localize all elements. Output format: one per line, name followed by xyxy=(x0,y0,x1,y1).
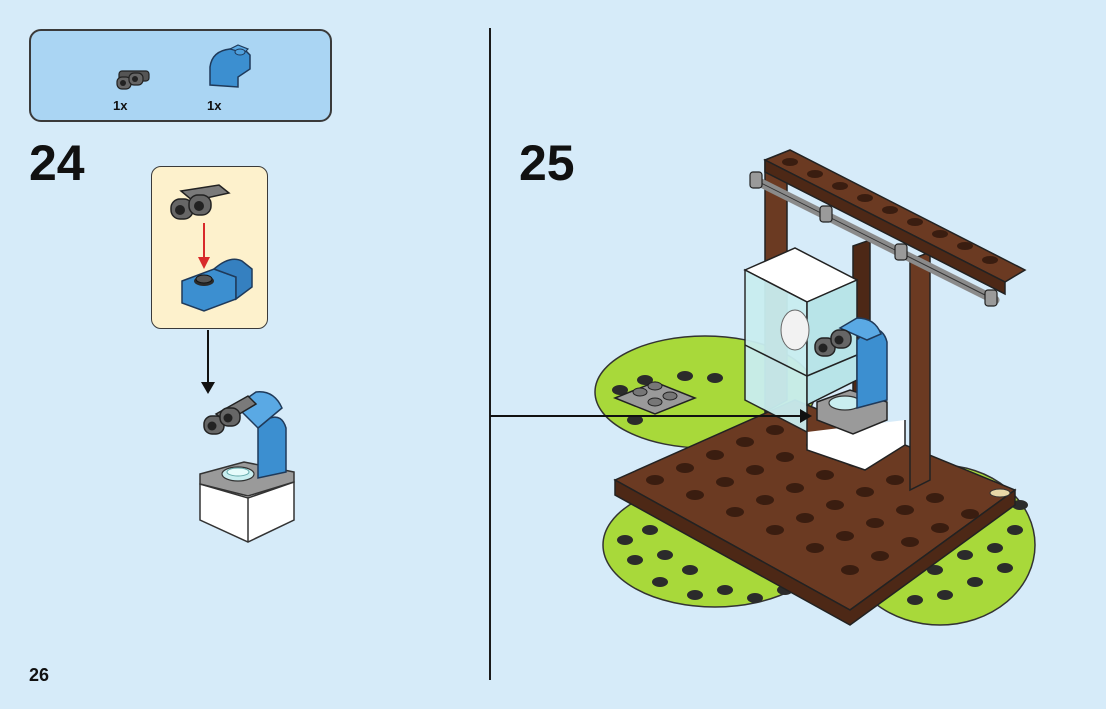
column-divider xyxy=(489,28,491,680)
blue-curved-slope-piece-icon xyxy=(180,251,260,311)
step-arrow-icon xyxy=(200,330,220,395)
subassembly-callout xyxy=(151,166,268,329)
step-number: 24 xyxy=(29,138,85,188)
binoculars-piece-icon xyxy=(111,65,151,95)
step-number: 25 xyxy=(519,138,575,188)
parts-list-panel: 1x 1x xyxy=(29,29,332,122)
part-quantity: 1x xyxy=(207,98,221,113)
blue-curved-slope-piece-icon xyxy=(204,45,254,90)
part-quantity: 1x xyxy=(113,98,127,113)
microscope-assembly-illustration xyxy=(196,388,306,548)
treehouse-lab-assembly-illustration xyxy=(595,150,1045,630)
binoculars-piece-icon xyxy=(167,183,237,228)
step-arrow-icon xyxy=(490,408,820,428)
page-number: 26 xyxy=(29,665,49,686)
